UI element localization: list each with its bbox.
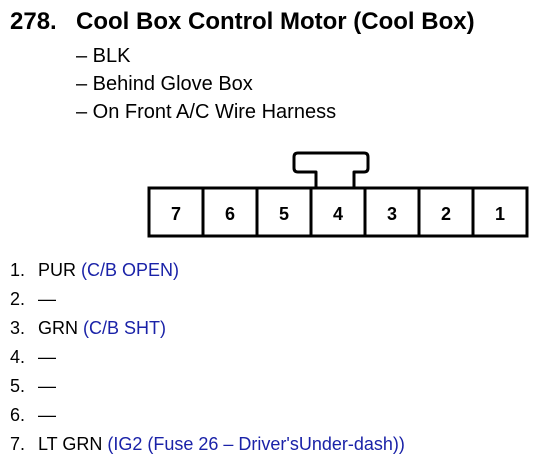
pin-row-2: 2. — [10,285,405,314]
terminal-3: 3 [387,204,397,224]
pin-row-7: 7. LT GRN (IG2 (Fuse 26 – Driver'sUnder-d… [10,430,405,459]
terminal-6: 6 [225,204,235,224]
pin-row-3: 3. GRN (C/B SHT) [10,314,405,343]
detail-harness: – On Front A/C Wire Harness [76,101,337,123]
terminal-5: 5 [279,204,289,224]
pin-wire: LT GRN [38,434,103,454]
detail-location: – Behind Glove Box [76,73,253,95]
pin-number: 7. [10,434,26,454]
pin-row-6: 6. — [10,401,405,430]
pin-row-4: 4. — [10,343,405,372]
connector-housing [147,186,529,238]
pin-number: 2. [10,289,26,309]
pin-row-5: 5. — [10,372,405,401]
connector-title: Cool Box Control Motor (Cool Box) [76,8,475,35]
pin-wire: PUR [38,260,77,280]
pin-wire: — [38,289,56,309]
terminal-7: 7 [171,204,181,224]
detail-color: – BLK [76,45,131,67]
pin-list: 1. PUR (C/B OPEN) 2. — 3. GRN (C/B SHT) 4. —… [10,256,405,459]
terminal-4: 4 [333,204,343,224]
pin-number: 3. [10,318,26,338]
terminal-2: 2 [441,204,451,224]
connector-lock-tab [292,151,370,188]
pin-wire: — [38,376,56,396]
terminal-1: 1 [495,204,505,224]
connector-number: 278. [10,8,57,35]
pin-circuit: (C/B SHT) [83,318,167,338]
connector-details: – BLK – Behind Glove Box – On Front A/C … [76,42,336,126]
pin-number: 4. [10,347,26,367]
pin-number: 5. [10,376,26,396]
pin-number: 1. [10,260,26,280]
page-title: 278. Cool Box Control Motor (Cool Box) [10,6,475,38]
pin-wire: GRN [38,318,78,338]
pin-circuit: (IG2 (Fuse 26 – Driver'sUnder-dash)) [107,434,405,454]
pin-circuit: (C/B OPEN) [81,260,180,280]
pin-number: 6. [10,405,26,425]
pin-row-1: 1. PUR (C/B OPEN) [10,256,405,285]
pin-wire: — [38,405,56,425]
pin-wire: — [38,347,56,367]
